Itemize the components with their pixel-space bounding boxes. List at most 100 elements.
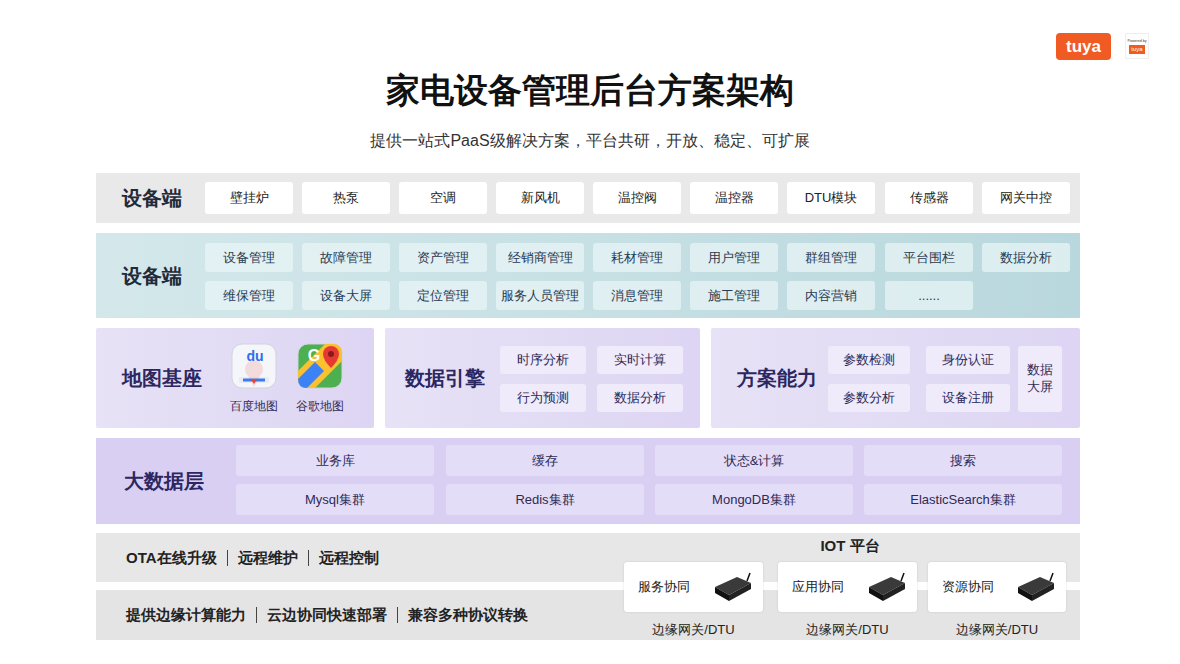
feature-label: 实时计算 — [614, 351, 666, 369]
feature-label: 热泵 — [333, 189, 359, 207]
strip-row: OTA在线升级远程维护远程控制 — [126, 533, 389, 582]
map-app-name: 百度地图 — [224, 398, 284, 415]
panel-heading: 数据引擎 — [405, 365, 485, 392]
feature-box: 壁挂炉 — [205, 182, 293, 214]
feature-label: 经销商管理 — [508, 249, 573, 267]
feature-label: 空调 — [430, 189, 456, 207]
feature-label: 用户管理 — [708, 249, 760, 267]
panel-heading: 地图基座 — [122, 365, 202, 392]
feature-label: 维保管理 — [223, 287, 275, 305]
feature-label: ...... — [918, 288, 940, 303]
icon-glyph: du — [240, 348, 270, 364]
feature-label: DTU模块 — [805, 189, 858, 207]
strip-item: 云边协同快速部署 — [256, 607, 397, 623]
feature-box: 用户管理 — [690, 243, 778, 272]
feature-box: 业务库 — [236, 445, 434, 476]
feature-box: 温控阀 — [593, 182, 681, 214]
feature-label: 施工管理 — [708, 287, 760, 305]
feature-label: 耗材管理 — [611, 249, 663, 267]
panel-heading: 方案能力 — [737, 365, 817, 392]
feature-label: 温控阀 — [618, 189, 657, 207]
layer-heading: 大数据层 — [124, 468, 204, 495]
feature-box: 网关中控 — [982, 182, 1070, 214]
feature-box: 实时计算 — [597, 346, 683, 374]
feature-label: ElasticSearch集群 — [910, 491, 1015, 509]
feature-label: 温控器 — [715, 189, 754, 207]
diagram-title: 家电设备管理后台方案架构 — [0, 68, 1180, 114]
feature-box: 缓存 — [446, 445, 644, 476]
strip-item: 远程维护 — [227, 550, 308, 566]
feature-box: 参数检测 — [828, 346, 910, 374]
layer-band: 设备端壁挂炉热泵空调新风机温控阀温控器DTU模块传感器网关中控 — [96, 173, 1080, 223]
feature-box: 传感器 — [885, 182, 973, 214]
feature-box: 数据分析 — [982, 243, 1070, 272]
feature-box: 维保管理 — [205, 281, 293, 310]
feature-label: 设备管理 — [223, 249, 275, 267]
feature-label: 参数分析 — [843, 389, 895, 407]
feature-box: 经销商管理 — [496, 243, 584, 272]
feature-label: 业务库 — [316, 452, 355, 470]
edge-gateway: 服务协同边缘网关/DTU — [624, 562, 763, 612]
feature-label: 身份认证 — [942, 351, 994, 369]
feature-box: 平台围栏 — [885, 243, 973, 272]
powered-badge: Powered bytuya — [1125, 33, 1149, 59]
feature-box: 行为预测 — [500, 384, 586, 412]
badge-text: Powered by — [1128, 39, 1147, 44]
gateway-icon — [865, 571, 909, 603]
feature-box: 设备管理 — [205, 243, 293, 272]
feature-label: 定位管理 — [417, 287, 469, 305]
badge-text: tuya — [1129, 45, 1144, 54]
feature-label: Mysql集群 — [305, 491, 365, 509]
feature-label: 故障管理 — [320, 249, 372, 267]
feature-box: 资产管理 — [399, 243, 487, 272]
feature-box: 设备注册 — [926, 384, 1010, 412]
capability-panel: 方案能力 参数检测 身份认证 数据大屏参数分析 设备注册 — [711, 328, 1080, 428]
strip-row: 提供边缘计算能力云边协同快速部署兼容多种协议转换 — [126, 590, 538, 640]
feature-label: 数据分析 — [1000, 249, 1052, 267]
feature-box: DTU模块 — [787, 182, 875, 214]
gateway-text: 边缘网关/DTU — [624, 621, 763, 639]
feature-box: 数据大屏 — [1018, 346, 1062, 412]
layer-band: 设备端设备管理故障管理资产管理经销商管理耗材管理用户管理群组管理平台围栏数据分析… — [96, 233, 1080, 318]
map-app-icon — [297, 343, 344, 390]
feature-label: 内容营销 — [805, 287, 857, 305]
feature-box: 内容营销 — [787, 281, 875, 310]
feature-box: ...... — [885, 281, 973, 310]
strip-item: 远程控制 — [308, 550, 389, 566]
feature-label: Redis集群 — [515, 491, 574, 509]
feature-box: 数据分析 — [597, 384, 683, 412]
feature-label: 平台围栏 — [903, 249, 955, 267]
strip-item: 提供边缘计算能力 — [126, 607, 256, 623]
feature-box: 服务人员管理 — [496, 281, 584, 310]
feature-box: ElasticSearch集群 — [864, 484, 1062, 515]
feature-label: 设备注册 — [942, 389, 994, 407]
feature-box: Redis集群 — [446, 484, 644, 515]
feature-label: 状态&计算 — [724, 452, 785, 470]
gateway-text: 服务协同 — [638, 578, 690, 596]
feature-box: 设备大屏 — [302, 281, 390, 310]
capability-panel: 数据引擎时序分析实时计算行为预测数据分析 — [385, 328, 700, 428]
feature-label: 参数检测 — [843, 351, 895, 369]
feature-label: 壁挂炉 — [230, 189, 269, 207]
feature-box: 空调 — [399, 182, 487, 214]
gateway-text: 应用协同 — [792, 578, 844, 596]
feature-box: 参数分析 — [828, 384, 910, 412]
gateway-text: 资源协同 — [942, 578, 994, 596]
feature-label: 行为预测 — [517, 389, 569, 407]
layer-heading: 设备端 — [122, 262, 182, 289]
feature-label: 搜索 — [950, 452, 976, 470]
feature-label: 服务人员管理 — [501, 287, 579, 305]
strip-item: 兼容多种协议转换 — [397, 607, 538, 623]
layer-band: 大数据层业务库缓存状态&计算搜索Mysql集群Redis集群MongoDB集群E… — [96, 438, 1080, 524]
feature-label: 消息管理 — [611, 287, 663, 305]
gateway-text: 边缘网关/DTU — [778, 621, 917, 639]
strip-item: OTA在线升级 — [126, 550, 227, 566]
feature-label: 资产管理 — [417, 249, 469, 267]
feature-box: 身份认证 — [926, 346, 1010, 374]
feature-label: 设备大屏 — [320, 287, 372, 305]
gateway-text: 边缘网关/DTU — [928, 621, 1066, 639]
map-app-name: 谷歌地图 — [290, 398, 350, 415]
edge-gateway: 资源协同边缘网关/DTU — [928, 562, 1066, 612]
feature-label: 缓存 — [532, 452, 558, 470]
icon-glyph: G — [302, 347, 326, 365]
